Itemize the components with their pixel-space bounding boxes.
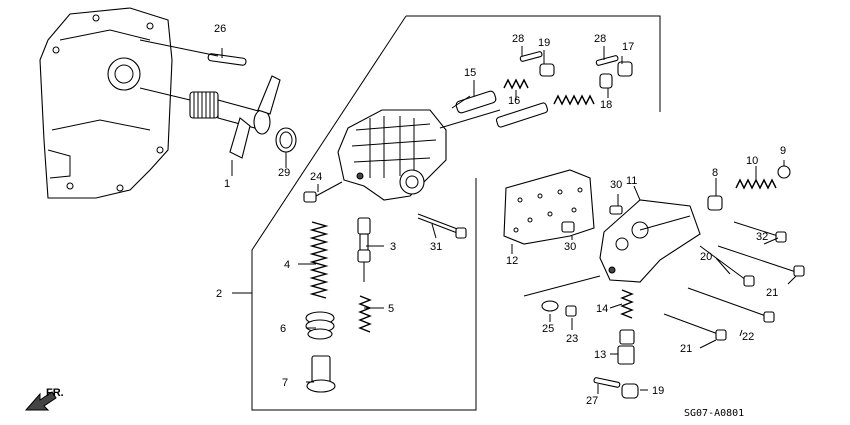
callout-31: 31 <box>430 241 442 253</box>
callout-19-upper: 19 <box>538 37 550 49</box>
secondary-valve-body-part <box>599 199 701 283</box>
callout-30-lower: 30 <box>564 241 576 253</box>
spring-part <box>309 221 329 299</box>
callout-7: 7 <box>282 377 288 389</box>
callout-27: 27 <box>586 395 598 407</box>
o-ring-part <box>275 127 297 153</box>
callout-15: 15 <box>464 67 476 79</box>
direction-label: FR. <box>46 387 64 399</box>
callout-22: 22 <box>742 331 754 343</box>
long-bolt-set <box>663 221 805 341</box>
plug-part <box>621 383 639 399</box>
spring-part <box>358 295 372 333</box>
cap-part <box>777 165 791 179</box>
bolt-part <box>417 213 467 239</box>
spring-part <box>620 289 634 319</box>
separator-plate-part <box>503 169 595 245</box>
transmission-case <box>39 7 173 199</box>
callout-2: 2 <box>216 288 222 300</box>
callout-28-left: 28 <box>512 33 524 45</box>
callout-leaders <box>298 46 797 394</box>
leader-line <box>523 275 601 297</box>
diagram-code: SG07-A0801 <box>684 408 744 419</box>
callout-13: 13 <box>594 349 606 361</box>
shift-shaft-part <box>189 75 281 159</box>
callout-28-right: 28 <box>594 33 606 45</box>
callout-24: 24 <box>310 171 322 183</box>
valve-body-part <box>337 109 447 201</box>
spring-part <box>735 178 777 190</box>
callout-18: 18 <box>600 99 612 111</box>
callout-9: 9 <box>780 145 786 157</box>
callout-6: 6 <box>280 323 286 335</box>
direction-arrow <box>24 391 57 411</box>
callout-26: 26 <box>214 23 226 35</box>
dowel-pin-part <box>207 53 247 66</box>
valve-parts-upper <box>439 51 633 129</box>
callout-5: 5 <box>388 303 394 315</box>
callout-23: 23 <box>566 333 578 345</box>
callout-21-lower: 21 <box>680 343 692 355</box>
bolt-part <box>565 305 577 317</box>
pin-part <box>707 195 723 211</box>
callout-25: 25 <box>542 323 554 335</box>
callout-12: 12 <box>506 255 518 267</box>
callout-10: 10 <box>746 155 758 167</box>
callout-30-upper: 30 <box>610 179 622 191</box>
callout-20: 20 <box>700 251 712 263</box>
callout-29: 29 <box>278 167 290 179</box>
valve-spool-part <box>357 217 371 282</box>
valve-spool-part <box>617 329 635 365</box>
assembly-boundary <box>251 15 661 411</box>
washer-part <box>541 300 559 312</box>
dowel-pin-part <box>609 205 623 215</box>
callout-4: 4 <box>284 259 290 271</box>
spring-seat-part <box>305 311 335 340</box>
dowel-pin-part <box>561 221 575 233</box>
callout-16: 16 <box>508 95 520 107</box>
bolt-part <box>303 181 343 203</box>
callout-17: 17 <box>622 41 634 53</box>
leader-line <box>139 39 287 176</box>
callout-11: 11 <box>626 175 637 187</box>
callout-8: 8 <box>712 167 718 179</box>
sleeve-part <box>306 355 336 393</box>
callout-32: 32 <box>756 231 768 243</box>
callout-3: 3 <box>390 241 396 253</box>
callout-19-lower: 19 <box>652 385 664 397</box>
callout-21-right: 21 <box>766 287 778 299</box>
callout-1: 1 <box>224 178 230 190</box>
pin-part <box>593 377 621 388</box>
callout-14: 14 <box>596 303 608 315</box>
